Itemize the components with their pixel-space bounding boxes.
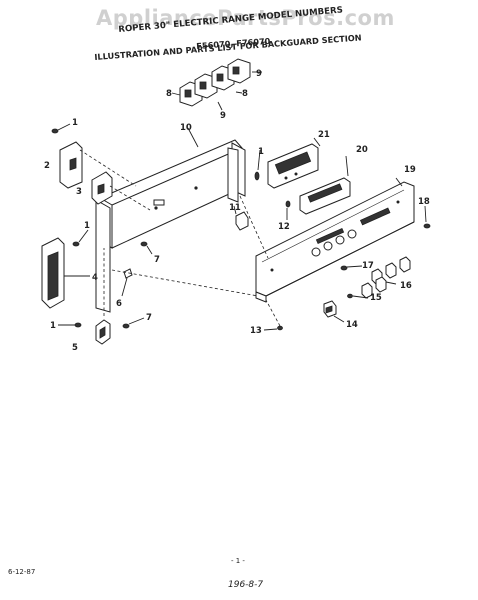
callout-5: 5 <box>72 343 78 353</box>
callout-1-mid: 1 <box>84 221 90 231</box>
callout-12: 12 <box>278 222 290 232</box>
callout-17: 17 <box>362 261 374 271</box>
callout-7-low: 7 <box>146 313 152 323</box>
callout-1-low: 1 <box>50 321 56 331</box>
callout-7-mid: 7 <box>154 255 160 265</box>
callout-9-left: 9 <box>220 111 226 121</box>
timer-overlay <box>267 143 319 189</box>
connector <box>235 211 249 231</box>
callout-19: 19 <box>404 165 416 175</box>
callout-1-right: 1 <box>258 147 264 157</box>
callout-8-left: 8 <box>166 89 172 99</box>
corner-piece <box>95 319 111 345</box>
backguard-panel <box>95 139 246 313</box>
callout-1-top: 1 <box>72 118 78 128</box>
callout-3: 3 <box>76 187 82 197</box>
watermark: AppliancePartsPros.com <box>96 6 395 30</box>
callout-20: 20 <box>356 145 368 155</box>
callout-8-right: 8 <box>242 89 248 99</box>
callout-21: 21 <box>318 130 330 140</box>
clip <box>123 268 133 279</box>
callout-2: 2 <box>44 161 50 171</box>
callout-9-right: 9 <box>256 69 262 79</box>
callout-14: 14 <box>346 320 358 330</box>
callout-16: 16 <box>400 281 412 291</box>
callout-13: 13 <box>250 326 262 336</box>
print-date: 6-12-87 <box>8 568 36 576</box>
page-number: - 1 - <box>231 557 245 565</box>
callout-18: 18 <box>418 197 430 207</box>
callout-15: 15 <box>370 293 382 303</box>
side-trim <box>41 237 65 309</box>
switch-knobs <box>361 256 411 299</box>
control-panel <box>255 181 415 303</box>
callout-10: 10 <box>180 123 192 133</box>
control-plate <box>299 177 351 215</box>
document-code: 196-8-7 <box>228 580 264 590</box>
callout-4: 4 <box>92 273 98 283</box>
callout-6: 6 <box>116 299 122 309</box>
knob-set <box>179 58 251 107</box>
callout-11: 11 <box>229 203 241 213</box>
